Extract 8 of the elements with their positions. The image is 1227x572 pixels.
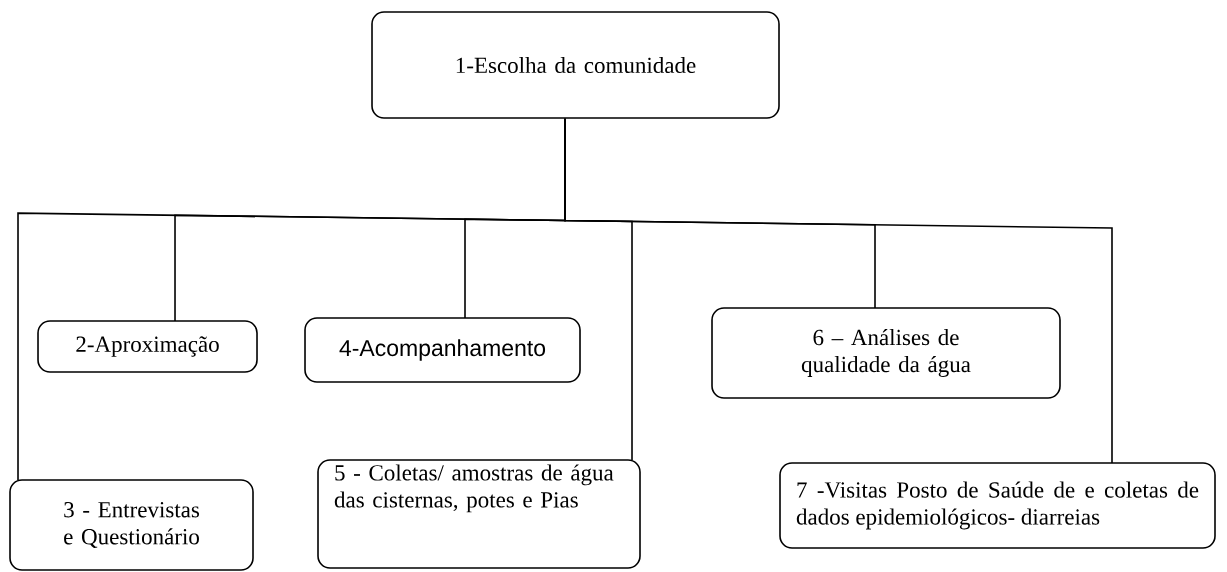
process-box: 7 -Visitas Posto de Saúde de e coletas de dados epidemiológicos- diarreias [779,462,1216,549]
process-box: 5 - Coletas/ amostras de água das cisternas, potes e Pias [317,459,641,569]
process-box: 6 – Análises de qualidade da água [711,307,1061,399]
process-box: 3 - Entrevistas e Questionário [9,479,254,571]
process-box: 2-Aproximação [37,320,258,373]
process-box: 1-Escolha da comunidade [371,11,780,119]
connector-line [564,118,1113,464]
process-box: 4-Acompanhamento [304,317,581,383]
